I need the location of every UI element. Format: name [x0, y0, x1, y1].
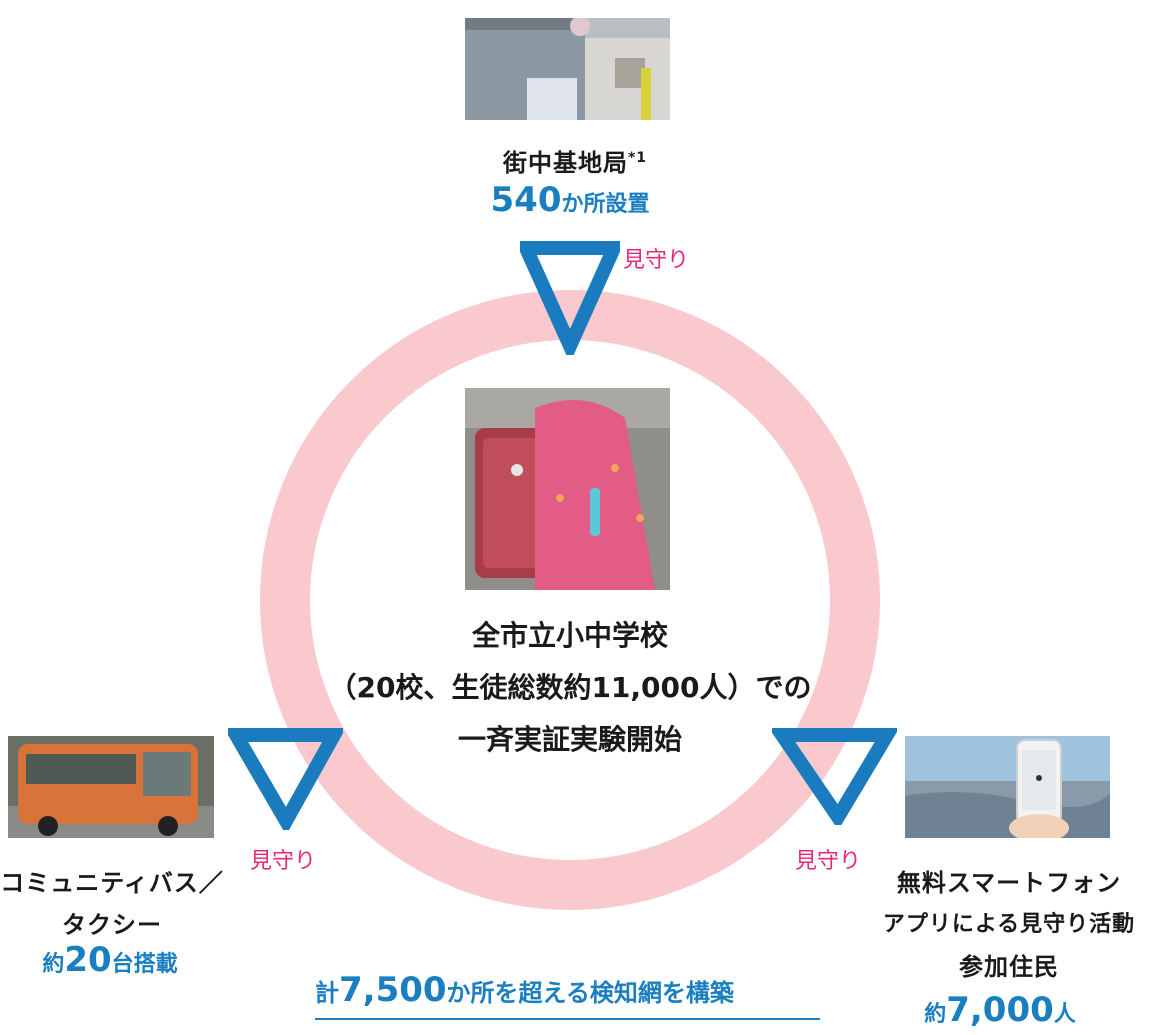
base-station-count: 540か所設置 — [440, 180, 700, 220]
bus-title-line1: コミュニティバス／ — [0, 862, 232, 904]
base-station-title: 街中基地局*1 — [470, 143, 680, 178]
center-caption-line3: 一斉実証実験開始 — [320, 714, 820, 766]
smartphone-title-line1: 無料スマートフォン — [860, 862, 1158, 904]
student-photo — [465, 388, 670, 590]
summary-underline — [315, 1018, 820, 1020]
smartphone-count: 約7,000人 — [900, 990, 1100, 1030]
left-watch-label: 見守り — [250, 843, 316, 875]
bus-title: コミュニティバス／ タクシー — [0, 862, 232, 946]
center-caption-line2: （20校、生徒総数約11,000人）での — [320, 662, 820, 714]
right-watch-label: 見守り — [795, 843, 861, 875]
right-watch-arrow-icon — [772, 725, 897, 825]
smartphone-app-photo — [905, 736, 1110, 838]
summary-line: 計7,500か所を超える検知網を構築 — [315, 970, 734, 1010]
bus-count: 約20台搭載 — [0, 940, 220, 980]
top-watch-label: 見守り — [623, 242, 689, 274]
left-watch-arrow-icon — [228, 725, 343, 830]
smartphone-title-line2: アプリによる見守り活動 — [860, 904, 1158, 946]
smartphone-title: 無料スマートフォン アプリによる見守り活動 参加住民 — [860, 862, 1158, 988]
center-caption-line1: 全市立小中学校 — [320, 610, 820, 662]
top-watch-arrow-icon — [520, 240, 620, 355]
smartphone-title-line3: 参加住民 — [860, 946, 1158, 988]
base-station-photo — [465, 18, 670, 120]
community-bus-photo — [8, 736, 214, 838]
center-caption: 全市立小中学校 （20校、生徒総数約11,000人）での 一斉実証実験開始 — [320, 610, 820, 766]
